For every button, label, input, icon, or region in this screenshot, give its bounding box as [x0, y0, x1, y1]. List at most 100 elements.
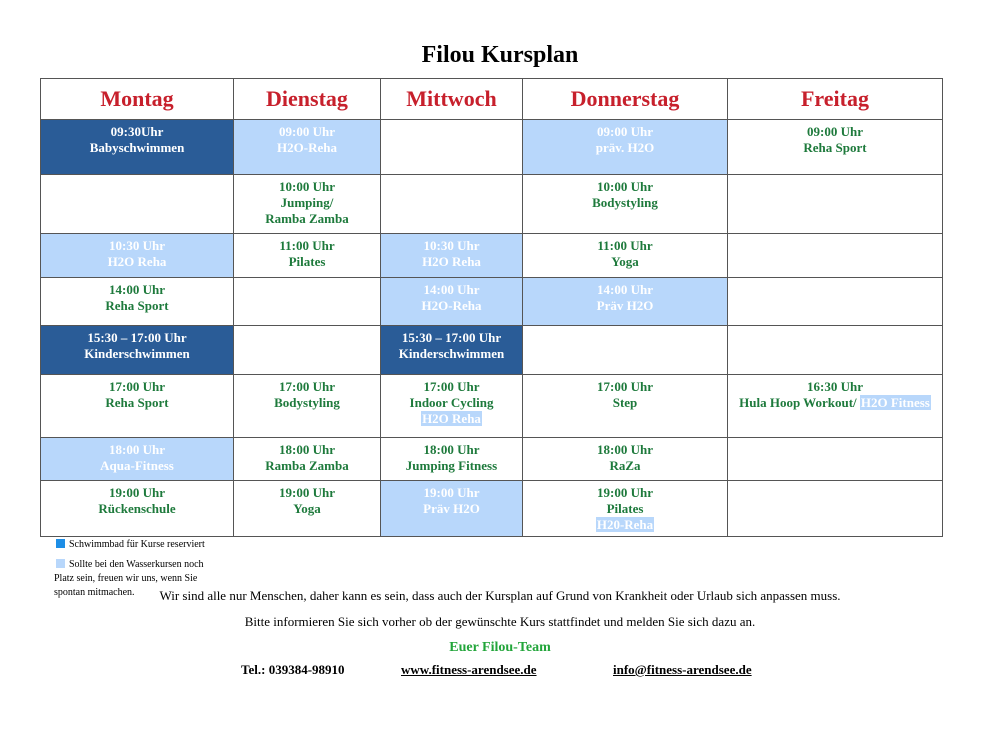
course-name: Kinderschwimmen	[398, 346, 505, 361]
course-slot	[380, 174, 523, 234]
course-name: Pilates	[606, 501, 644, 516]
legend-swatch-dark	[56, 539, 65, 548]
course-name: Step	[612, 395, 638, 410]
course-name: H2O Fitness	[859, 395, 931, 410]
course-name: Reha Sport	[105, 298, 169, 313]
course-time: 17:00 Uhr	[597, 379, 653, 394]
phone-number: Tel.: 039384-98910	[241, 662, 345, 677]
note-line: Wir sind alle nur Menschen, daher kann e…	[159, 588, 841, 603]
email-link[interactable]: info@fitness-arendsee.de	[613, 662, 752, 677]
day-header: Mittwoch	[380, 78, 523, 120]
course-name: H2O Reha	[422, 254, 481, 269]
legend-reserved: Schwimmbad für Kurse reserviert	[56, 539, 205, 550]
course-slot	[40, 174, 234, 234]
course-slot	[727, 325, 943, 375]
course-time: 11:00 Uhr	[279, 238, 335, 253]
course-name: Pilates	[288, 254, 326, 269]
course-slot	[522, 325, 728, 375]
course-name: Bodystyling	[592, 195, 658, 210]
course-name: H2O-Reha	[277, 140, 337, 155]
course-name: Bodystyling	[274, 395, 340, 410]
course-time: 18:00 Uhr	[423, 442, 480, 457]
course-name: Präv H2O	[596, 298, 654, 313]
course-time: 17:00 Uhr	[423, 379, 480, 394]
course-time: 19:00 Uhr	[423, 485, 480, 500]
course-time: 17:00 Uhr	[109, 379, 165, 394]
course-time: 14:00 Uhr	[109, 282, 165, 297]
course-name: Yoga	[611, 254, 639, 269]
course-name: Jumping/	[280, 195, 334, 210]
course-slot	[233, 277, 381, 326]
course-name: Jumping Fitness	[405, 458, 498, 473]
course-time: 09:30Uhr	[110, 124, 164, 139]
course-slot	[727, 174, 943, 234]
course-time: 19:00 Uhr	[597, 485, 653, 500]
course-name: Indoor Cycling	[409, 395, 494, 410]
legend-text: Platz sein, freuen wir uns, wenn Sie	[54, 573, 198, 584]
day-header: Donnerstag	[522, 78, 728, 120]
note-line: Bitte informieren Sie sich vorher ob der…	[244, 614, 756, 629]
course-slot	[380, 119, 523, 175]
course-name: H2O Reha	[107, 254, 167, 269]
course-slot	[233, 325, 381, 375]
course-time: 09:00 Uhr	[279, 124, 335, 139]
course-time: 18:00 Uhr	[597, 442, 653, 457]
course-time: 16:30 Uhr	[807, 379, 863, 394]
website-link[interactable]: www.fitness-arendsee.de	[401, 662, 537, 677]
legend-text: Sollte bei den Wasserkursen noch	[69, 559, 204, 570]
day-header: Montag	[40, 78, 234, 120]
legend-spontaneous: Sollte bei den Wasserkursen noch	[56, 559, 204, 570]
course-time: 15:30 – 17:00 Uhr	[401, 330, 502, 345]
course-time: 10:00 Uhr	[279, 179, 335, 194]
day-header-row: Montag Dienstag Mittwoch Donnerstag Frei…	[40, 78, 943, 120]
course-slot	[727, 437, 943, 481]
course-time: 14:00 Uhr	[597, 282, 653, 297]
course-time: 15:30 – 17:00 Uhr	[87, 330, 187, 345]
day-header: Dienstag	[233, 78, 381, 120]
course-time: 09:00 Uhr	[597, 124, 653, 139]
course-name: präv. H2O	[595, 140, 655, 155]
course-time: 10:00 Uhr	[597, 179, 653, 194]
course-slot	[727, 480, 943, 537]
course-slot	[727, 233, 943, 278]
course-name: Aqua-Fitness	[100, 458, 174, 473]
course-time: 18:00 Uhr	[279, 442, 335, 457]
course-name: Babyschwimmen	[89, 140, 185, 155]
course-name: Ramba Zamba	[265, 211, 349, 226]
course-time: 11:00 Uhr	[597, 238, 653, 253]
course-name: Yoga	[293, 501, 321, 516]
course-name: Präv H2O	[423, 501, 480, 516]
course-slot	[727, 277, 943, 326]
course-schedule-table: Montag Dienstag Mittwoch Donnerstag Frei…	[40, 78, 943, 537]
course-name: H2O Reha	[421, 411, 482, 426]
course-time: 19:00 Uhr	[109, 485, 165, 500]
course-time: 10:30 Uhr	[109, 238, 165, 253]
course-time: 10:30 Uhr	[423, 238, 480, 253]
course-name: H20-Reha	[595, 517, 655, 532]
